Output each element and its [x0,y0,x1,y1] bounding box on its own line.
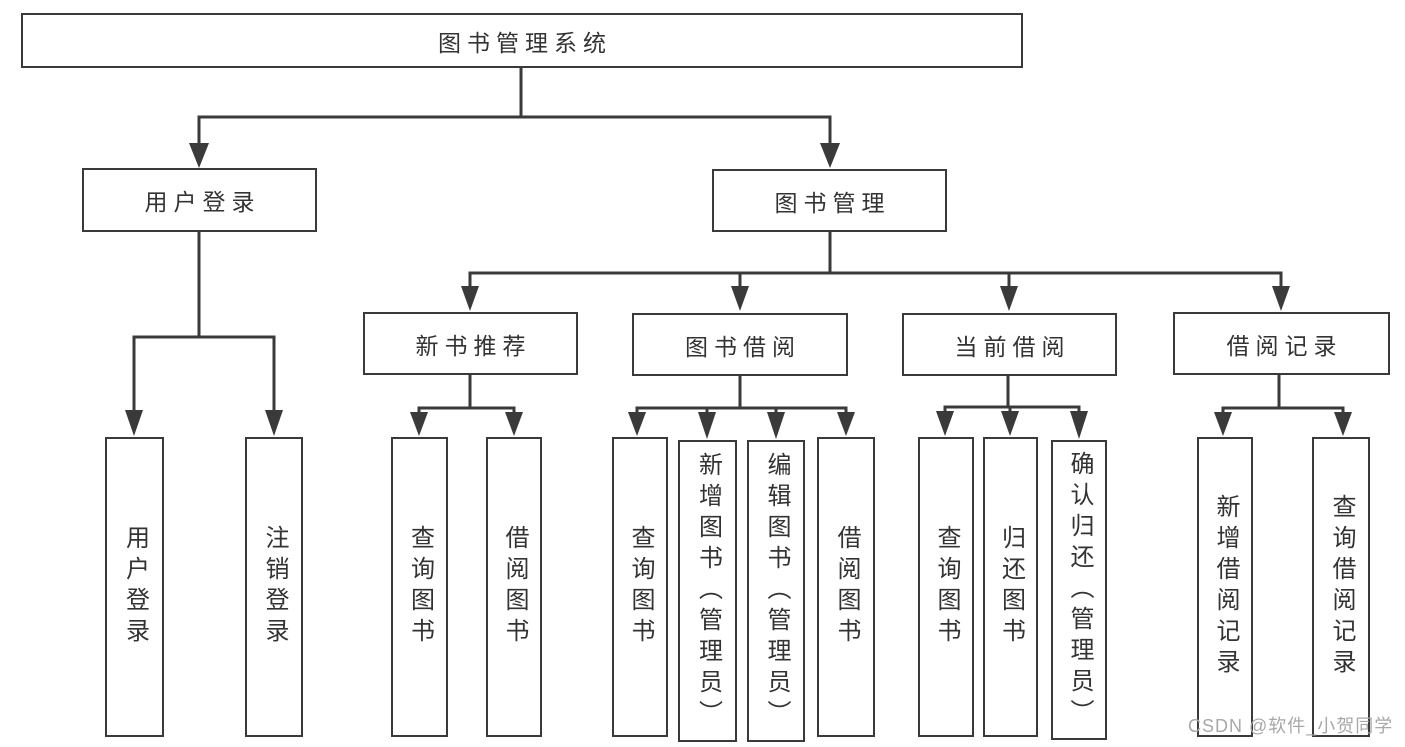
leaf-label: 归还图书 [997,525,1025,649]
leaf-borrow-books-recommend: 借阅图书 [486,437,542,737]
node-new-book-recommend: 新书推荐 [363,312,578,375]
node-book-management-module: 图书管理 [712,169,947,232]
leaf-return-books: 归还图书 [983,437,1038,737]
node-book-borrowing: 图书借阅 [632,313,848,376]
leaf-query-books-current: 查询图书 [918,437,974,737]
leaf-label: 借阅图书 [833,525,860,649]
node-user-login-module: 用户登录 [82,168,317,232]
leaf-label: 确认归还（管理员） [1066,450,1093,730]
leaf-label: 查询借阅记录 [1328,494,1355,680]
leaf-user-login: 用户登录 [105,437,164,737]
leaf-label: 注销登录 [261,525,288,649]
leaf-add-books-admin: 新增图书（管理员） [678,440,737,742]
leaf-edit-books-admin: 编辑图书（管理员） [747,440,805,742]
node-library-management-system: 图书管理系统 [21,13,1023,68]
leaf-label: 编辑图书（管理员） [763,451,790,731]
leaf-label: 新增借阅记录 [1212,494,1239,680]
leaf-query-books-borrowing: 查询图书 [612,437,668,737]
leaf-label: 查询图书 [933,525,960,649]
leaf-label: 借阅图书 [501,525,528,649]
node-current-borrowing: 当前借阅 [902,313,1117,376]
leaf-query-borrow-record: 查询借阅记录 [1312,437,1370,737]
leaf-confirm-return-admin: 确认归还（管理员） [1051,440,1107,740]
leaf-label: 查询图书 [406,525,434,649]
leaf-logout-login: 注销登录 [245,437,303,737]
leaf-label: 查询图书 [627,525,654,649]
leaf-query-books-recommend: 查询图书 [391,437,448,737]
leaf-label: 用户登录 [121,525,149,649]
leaf-borrow-books-borrowing: 借阅图书 [817,437,875,737]
leaf-label: 新增图书（管理员） [694,451,722,731]
csdn-watermark: CSDN @软件_小贺同学 [1188,716,1394,736]
node-borrowing-records: 借阅记录 [1173,312,1390,375]
leaf-add-borrow-record: 新增借阅记录 [1197,437,1253,737]
